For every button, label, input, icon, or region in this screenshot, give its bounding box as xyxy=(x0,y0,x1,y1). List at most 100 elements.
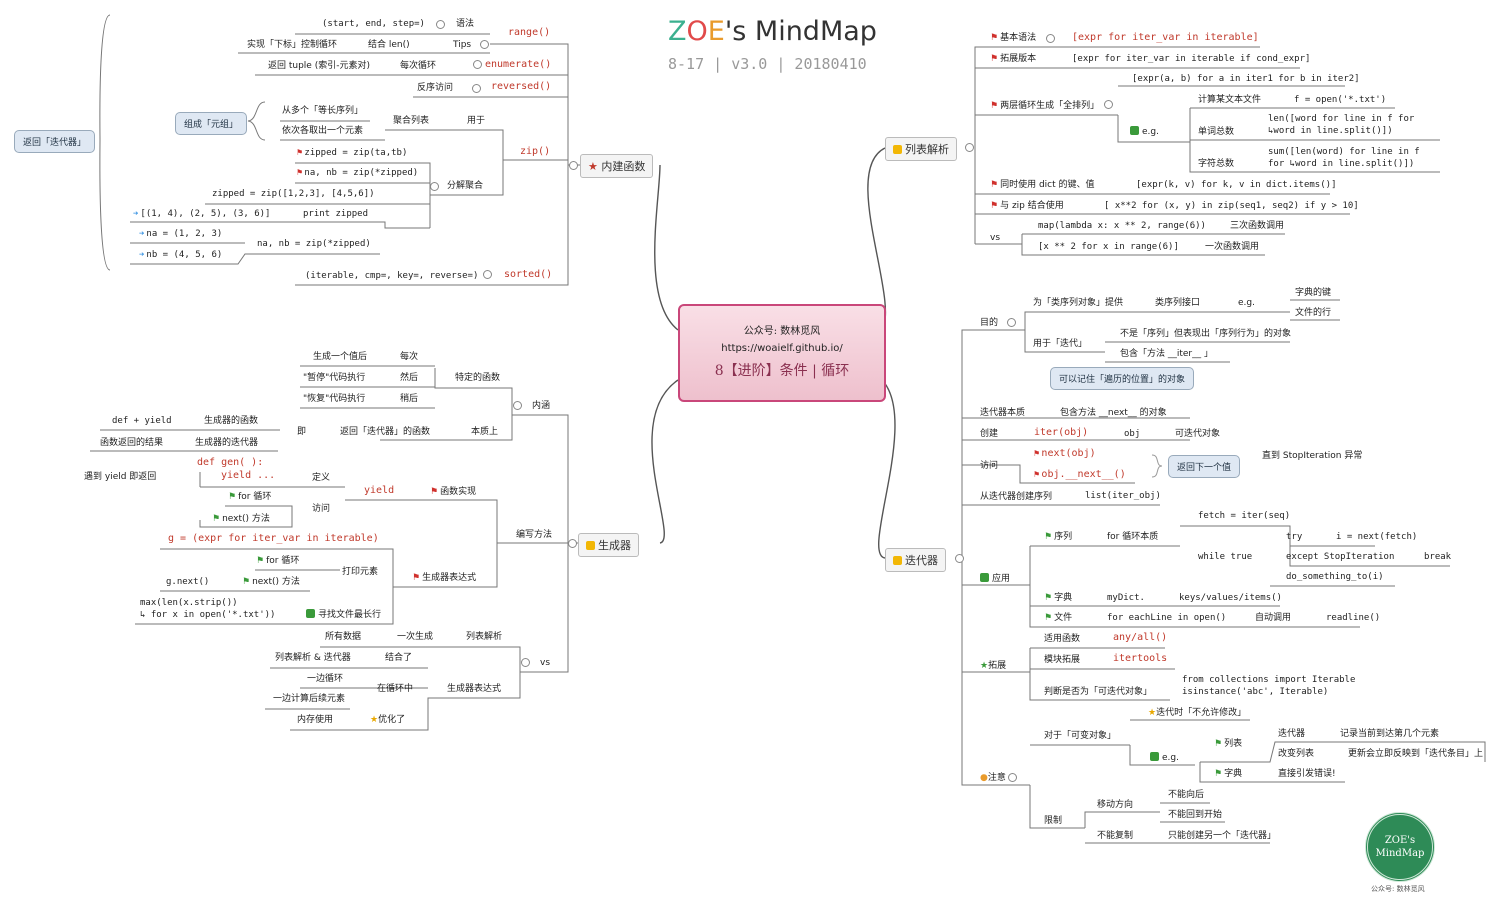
res-list: ➔[(1, 4), (2, 5), (3, 6)] xyxy=(133,209,271,219)
lc-lc-note: 一次函数调用 xyxy=(1205,242,1260,252)
it-iter-obj: iter(obj) xyxy=(1034,427,1089,438)
it-change-list: 改变列表 xyxy=(1278,749,1315,759)
it-note: ●注意 xyxy=(980,773,1006,783)
lc-eg: e.g. xyxy=(1130,126,1159,138)
branch-iterator[interactable]: 迭代器 xyxy=(885,548,946,572)
it-remember: 可以记住「遍历的位置」的对象 xyxy=(1050,367,1195,390)
it-apply: 应用 xyxy=(980,573,1010,585)
gen-in-loop: 在循环中 xyxy=(377,684,414,694)
collapse-toggle[interactable] xyxy=(473,60,482,69)
collapse-toggle[interactable] xyxy=(1008,773,1017,782)
it-break: break xyxy=(1424,552,1452,562)
it-create: 创建 xyxy=(980,429,999,439)
branch-builtin[interactable]: ★ 内建函数 xyxy=(580,154,654,178)
branch-generator[interactable]: 生成器 xyxy=(578,533,639,557)
reversed-desc: 反序访问 xyxy=(417,83,454,93)
it-for-iter: 用于「迭代」 xyxy=(1033,339,1088,349)
enumerate-label[interactable]: enumerate() xyxy=(485,59,552,70)
lc-double-label: ⚑两层循环生成「全排列」 xyxy=(990,101,1100,111)
collapse-toggle[interactable] xyxy=(521,658,530,667)
it-update: 更新会立即反映到「迭代条目」上 xyxy=(1348,749,1484,759)
it-apply-func: 适用函数 xyxy=(1044,634,1081,644)
collapse-toggle[interactable] xyxy=(472,84,481,93)
gen-def-gen: def gen( ): xyxy=(197,457,264,468)
it-return-next: 返回下一个值 xyxy=(1168,455,1241,478)
lc-dict-label: ⚑同时使用 dict 的键、值 xyxy=(990,180,1095,190)
lc-words-label: 单词总数 xyxy=(1198,127,1235,137)
lc-basic-label: ⚑基本语法 xyxy=(990,33,1037,43)
zip-from: 从多个「等长序列」 xyxy=(282,106,364,116)
zipped2: ⚑na, nb = zip(*zipped) xyxy=(297,168,419,178)
collapse-toggle[interactable] xyxy=(1007,318,1016,327)
gen-next-m2: ⚑next() 方法 xyxy=(242,577,300,587)
gen-once: 一次生成 xyxy=(397,632,434,642)
gen-pause: "暂停"代码执行 xyxy=(303,373,366,383)
sorted-label[interactable]: sorted() xyxy=(504,269,553,280)
central-topic[interactable]: 公众号: 数林觅风 https://woaielf.github.io/ 8【进… xyxy=(678,304,886,402)
center-line1: 公众号: 数林觅风 xyxy=(743,326,821,337)
collapse-toggle[interactable] xyxy=(436,20,445,29)
it-remember-n: 记录当前到达第几个元素 xyxy=(1340,729,1440,739)
gen-each: 每次 xyxy=(400,352,419,362)
note-icon xyxy=(893,556,902,565)
collapse-toggle[interactable] xyxy=(955,554,964,563)
it-seq-iface: 类序列接口 xyxy=(1155,298,1201,308)
gen-func-impl: ⚑函数实现 xyxy=(430,487,477,497)
it-kvi: keys/values/items() xyxy=(1179,593,1282,603)
zipped3: zipped = zip([1,2,3], [4,5,6]) xyxy=(212,189,375,199)
it-while-true: while true xyxy=(1198,552,1253,562)
enum-desc1: 返回 tuple (索引-元素对) xyxy=(268,61,370,71)
gen-returns-iter: 返回「迭代器」的函数 xyxy=(340,427,431,437)
collapse-toggle[interactable] xyxy=(568,539,577,548)
nb-value: ➔nb = (4, 5, 6) xyxy=(139,250,223,260)
it-from-iter: 从迭代器创建序列 xyxy=(980,492,1053,502)
collapse-toggle[interactable] xyxy=(1046,34,1055,43)
range-tip2: 结合 len() xyxy=(368,40,410,50)
lc-map-note: 三次函数调用 xyxy=(1230,221,1285,231)
gen-gexpr-label: ⚑生成器表达式 xyxy=(412,573,477,583)
lc-map: map(lambda x: x ** 2, range(6)) xyxy=(1038,221,1206,231)
it-list-iter: list(iter_obj) xyxy=(1085,491,1161,501)
collapse-toggle[interactable] xyxy=(1104,100,1113,109)
it-next-obj: ⚑next(obj) xyxy=(1034,448,1096,459)
collapse-toggle[interactable] xyxy=(569,161,578,170)
range-label[interactable]: range() xyxy=(508,27,551,38)
gen-max2: ↳ for x in open('*.txt')) xyxy=(140,610,276,620)
collapse-toggle[interactable] xyxy=(430,182,439,191)
gen-yield: yield xyxy=(364,485,395,496)
lc-chars: sum([len(word) for line in f for ↳word i… xyxy=(1268,147,1420,169)
collapse-toggle[interactable] xyxy=(513,401,522,410)
gen-for-loop2: ⚑for 循环 xyxy=(256,556,300,566)
star-icon: ★ xyxy=(588,160,598,173)
it-coll1: from collections import Iterable xyxy=(1182,675,1356,685)
lc-zip-label: ⚑与 zip 结合使用 xyxy=(990,201,1064,211)
sorted-sig: (iterable, cmp=, key=, reverse=) xyxy=(305,271,479,281)
zip-label[interactable]: zip() xyxy=(520,146,551,157)
it-dict: ⚑字典 xyxy=(1044,593,1073,603)
it-access: 访问 xyxy=(980,461,999,471)
it-iterator: 迭代器 xyxy=(1278,729,1306,739)
zip-take: 依次各取出一个元素 xyxy=(282,126,364,136)
collapse-toggle[interactable] xyxy=(483,270,492,279)
zip-use: 用于 xyxy=(467,116,486,126)
branch-listcomp[interactable]: 列表解析 xyxy=(885,137,957,161)
it-dict-key: 字典的键 xyxy=(1295,288,1332,298)
note-icon xyxy=(586,541,595,550)
zip-returns: 返回「迭代器」 xyxy=(14,130,96,153)
gen-then: 然后 xyxy=(400,373,419,383)
collapse-toggle[interactable] xyxy=(965,143,974,152)
it-auto: 自动调用 xyxy=(1255,613,1292,623)
gen-visit: 访问 xyxy=(312,504,331,514)
gen-g-next: g.next() xyxy=(166,577,210,587)
gen-define: 定义 xyxy=(312,473,331,483)
it-coll2: isinstance('abc', Iterable) xyxy=(1182,687,1329,697)
it-limit: 限制 xyxy=(1044,816,1063,826)
seal-caption: 公众号: 数林觅风 xyxy=(1371,885,1425,893)
it-anyall: any/all() xyxy=(1113,632,1168,643)
it-file: ⚑文件 xyxy=(1044,613,1073,623)
lc-calc-file: 计算某文本文件 xyxy=(1198,95,1262,105)
collapse-toggle[interactable] xyxy=(480,40,489,49)
lc-ext: [expr for iter_var in iterable if cond_e… xyxy=(1072,54,1311,64)
reversed-label[interactable]: reversed() xyxy=(491,81,552,92)
